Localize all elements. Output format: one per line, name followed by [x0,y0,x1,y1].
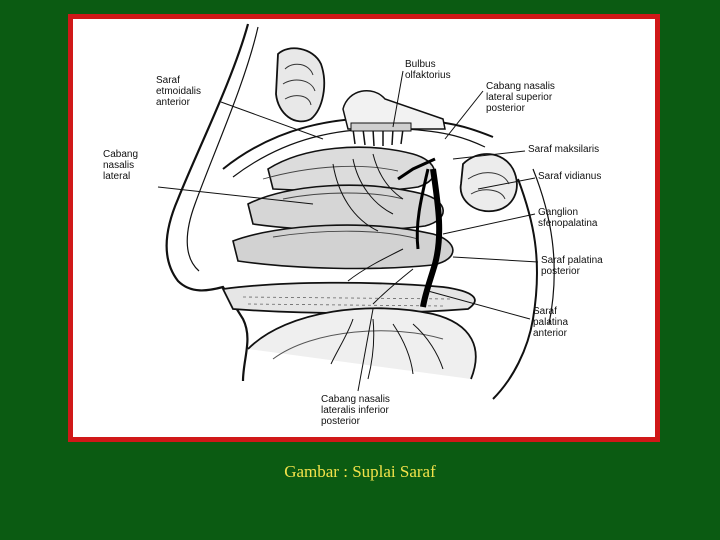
middle-turbinate [248,185,443,230]
hard-palate [223,283,475,313]
figure-caption: Gambar : Suplai Saraf [0,462,720,482]
label-cabang-nasalis-lateral-superior: Cabang nasalis lateral superior posterio… [486,81,555,114]
label-saraf-maksilaris: Saraf maksilaris [528,144,599,155]
figure-frame: Bulbus olfaktorius Saraf etmoidalis ante… [68,14,660,442]
frontal-sinus [276,48,324,121]
label-saraf-etmoidalis-anterior: Saraf etmoidalis anterior [156,75,201,108]
label-saraf-palatina-anterior: Saraf palatina anterior [533,306,568,339]
label-cabang-nasalis-lateral: Cabang nasalis lateral [103,149,138,182]
nose-inner-contour [187,27,258,271]
label-bulbus-olfaktorius: Bulbus olfaktorius [405,59,451,81]
label-cabang-nasalis-lateralis-inferior: Cabang nasalis lateralis inferior poster… [321,394,390,427]
pharynx-wall [493,179,537,399]
label-ganglion-sfenopalatina: Ganglion sfenopalatina [538,207,598,229]
label-saraf-palatina-posterior: Saraf palatina posterior [541,255,603,277]
label-saraf-vidianus: Saraf vidianus [538,171,601,182]
anatomy-diagram: Bulbus olfaktorius Saraf etmoidalis ante… [73,19,655,437]
